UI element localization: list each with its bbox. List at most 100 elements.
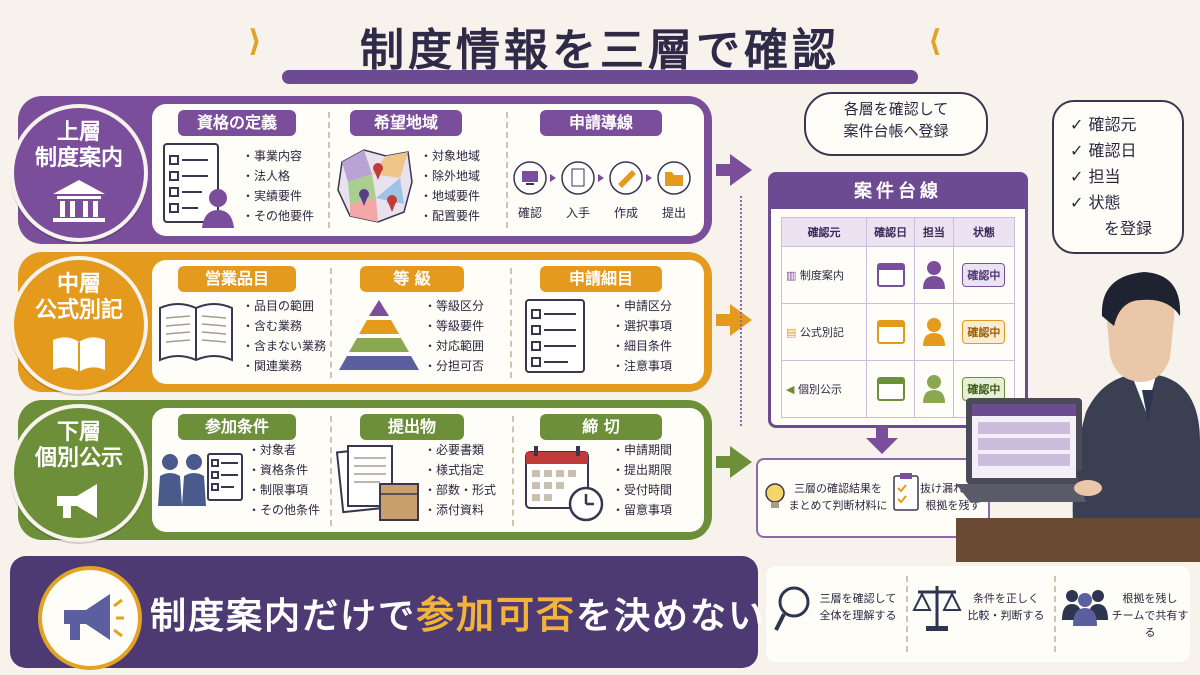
bullet-item: 部数・形式 bbox=[424, 480, 510, 500]
megaphone-icon bbox=[64, 594, 124, 640]
check-icon: ✓ bbox=[1070, 167, 1089, 186]
tip-line: 条件を正しく bbox=[973, 592, 1039, 605]
bullet-item: 事業内容 bbox=[242, 146, 322, 166]
building-icon: ▥ bbox=[786, 269, 797, 282]
bubble-line: 各層を確認して bbox=[843, 100, 949, 118]
bullet-item: 申請区分 bbox=[612, 296, 696, 316]
section-bullets: 品目の範囲 含む業務 含まない業務 関連業務 bbox=[242, 296, 328, 376]
bullet-item: 必要書類 bbox=[424, 440, 510, 460]
section-bullets: 申請期間 提出期限 受付時間 留意事項 bbox=[612, 440, 696, 520]
speech-bubble-register: ✓ 確認元 ✓ 確認日 ✓ 担当 ✓ 状態 を登録 bbox=[1052, 100, 1184, 254]
sparkle-icon: ⟨ bbox=[928, 24, 942, 59]
megaphone-icon bbox=[57, 484, 97, 518]
section-bullets: 対象地域 除外地域 地域要件 配置要件 bbox=[420, 146, 504, 226]
ledger-header: 確認元 bbox=[780, 217, 868, 247]
bullet-item: 品目の範囲 bbox=[242, 296, 328, 316]
bullet-item: 留意事項 bbox=[612, 500, 696, 520]
sparkle-icon: ⟩ bbox=[248, 24, 262, 59]
bubble-line: 案件台帳へ登録 bbox=[843, 122, 949, 140]
ledger-header: 状態 bbox=[952, 217, 1016, 247]
bullet-item: 細目条件 bbox=[612, 336, 696, 356]
scales-icon bbox=[912, 586, 962, 631]
bullet-item: 提出期限 bbox=[612, 460, 696, 480]
bullet-item: 法人格 bbox=[242, 166, 322, 186]
bullet-item: その他条件 bbox=[248, 500, 330, 520]
layer-name: 個別公示 bbox=[34, 446, 123, 471]
layer-name: 制度案内 bbox=[34, 146, 123, 171]
divider bbox=[330, 416, 332, 526]
slogan: 制度案内だけで参加可否を決めない bbox=[150, 584, 764, 640]
lightbulb-icon bbox=[765, 483, 785, 508]
tip-share: 根拠を残し チームで共有する bbox=[1108, 590, 1192, 641]
divider bbox=[1054, 576, 1056, 652]
ledger-header-row: 確認元 確認日 担当 状態 bbox=[780, 217, 1016, 247]
section-title: 申請導線 bbox=[540, 110, 662, 136]
tip-line: 全体を理解する bbox=[819, 609, 897, 622]
speech-bubble: 各層を確認して 案件台帳へ登録 bbox=[804, 92, 988, 156]
person-icon bbox=[922, 374, 945, 403]
check-item: ✓ 確認元 bbox=[1070, 115, 1137, 134]
section-title: 資格の定義 bbox=[178, 110, 296, 136]
section-bullets: 等級区分 等級要件 対応範囲 分担可否 bbox=[424, 296, 508, 376]
section-bullets: 事業内容 法人格 実績要件 その他要件 bbox=[242, 146, 322, 226]
ledger-title: 案件台線 bbox=[771, 175, 1025, 209]
summary-box: 三層の確認結果を まとめて判断材料に 抜け漏れなく 根拠を残す bbox=[756, 458, 990, 538]
section-title: 参加条件 bbox=[178, 414, 296, 440]
divider bbox=[906, 576, 908, 652]
person-at-laptop-illustration bbox=[956, 272, 1200, 562]
bullet-item: 実績要件 bbox=[242, 186, 322, 206]
bullet-item: 添付資料 bbox=[424, 500, 510, 520]
summary-line: まとめて判断材料に bbox=[788, 499, 888, 512]
map-pin-icon bbox=[337, 149, 413, 223]
ledger-header: 確認日 bbox=[866, 217, 916, 247]
table-row: ▥ 制度案内 確認中 bbox=[780, 246, 1016, 304]
bubble-tail-text: を登録 bbox=[1104, 219, 1153, 238]
section-title: 等 級 bbox=[360, 266, 464, 292]
layer-level: 上層 bbox=[56, 120, 101, 145]
slogan-post: を決めない bbox=[576, 596, 767, 637]
bullet-item: 地域要件 bbox=[420, 186, 504, 206]
check-icon: ✓ bbox=[1070, 141, 1089, 160]
check-item: ✓ 確認日 bbox=[1070, 141, 1137, 160]
pyramid-icon bbox=[339, 300, 419, 370]
dotted-connector bbox=[740, 196, 742, 426]
tip-compare: 条件を正しく 比較・判断する bbox=[962, 590, 1050, 624]
tip-understand: 三層を確認して 全体を理解する bbox=[814, 590, 902, 624]
check-item: ✓ 状態 bbox=[1070, 193, 1121, 212]
section-title: 締 切 bbox=[540, 414, 662, 440]
documents-box-icon bbox=[336, 445, 419, 521]
bullet-item: 配置要件 bbox=[420, 206, 504, 226]
section-bullets: 対象者 資格条件 制限事項 その他条件 bbox=[248, 440, 330, 520]
process-steps: 確認 入手 作成 提出 bbox=[512, 204, 698, 224]
row-source: 公式別記 bbox=[799, 326, 844, 339]
section-title: 希望地域 bbox=[350, 110, 462, 136]
building-icon bbox=[53, 180, 105, 222]
slogan-highlight: 参加可否 bbox=[416, 593, 577, 637]
book-icon bbox=[159, 303, 233, 362]
calendar-clock-icon bbox=[525, 446, 604, 522]
slogan-pre: 制度案内だけで bbox=[150, 596, 417, 637]
tips-panel bbox=[766, 566, 1190, 662]
step-label: 確認 bbox=[518, 206, 543, 220]
project-ledger: 案件台線 確認元 確認日 担当 状態 ▥ 制度案内 確認中 ▤ 公式別記 確認中… bbox=[768, 172, 1028, 428]
magnifier-icon bbox=[774, 586, 810, 631]
bullet-item: 選択事項 bbox=[612, 316, 696, 336]
step-label: 入手 bbox=[566, 206, 591, 220]
check-item: ✓ 担当 bbox=[1070, 167, 1121, 186]
bullet-item: 分担可否 bbox=[424, 356, 508, 376]
calendar-icon bbox=[876, 319, 905, 344]
bullet-item: 様式指定 bbox=[424, 460, 510, 480]
layer-upper-badge: 上層 制度案内 bbox=[10, 104, 148, 242]
status-badge: 確認中 bbox=[962, 263, 1006, 287]
check-icon: ✓ bbox=[1070, 193, 1089, 212]
bullet-item: 資格条件 bbox=[248, 460, 330, 480]
megaphone-icon: ◀ bbox=[786, 383, 795, 396]
section-title: 営業品目 bbox=[178, 266, 296, 292]
arrow-down-icon bbox=[866, 438, 898, 454]
people-checklist-icon bbox=[158, 453, 243, 506]
table-row: ◀ 個別公示 確認中 bbox=[780, 360, 1016, 418]
process-flow-icons bbox=[513, 161, 691, 195]
layer-lower-badge: 下層 個別公示 bbox=[10, 404, 148, 542]
bullet-item: 含まない業務 bbox=[242, 336, 328, 356]
calendar-icon bbox=[876, 376, 905, 401]
